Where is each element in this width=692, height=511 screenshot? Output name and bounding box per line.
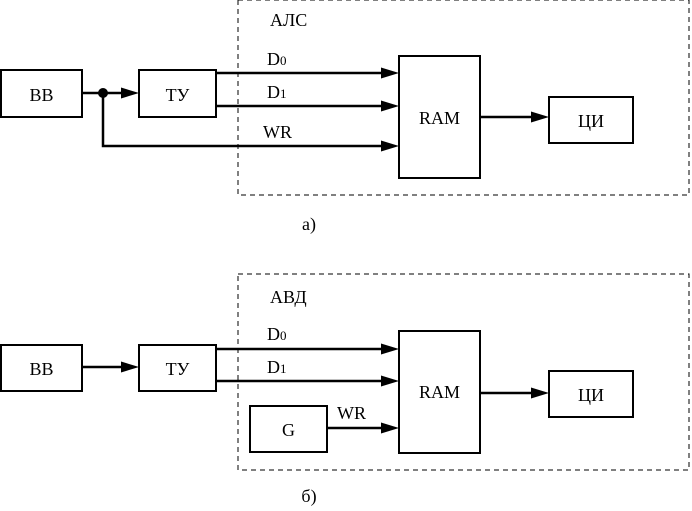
arrowhead	[381, 422, 399, 434]
d1-signal-label: D1	[267, 357, 287, 377]
vv-block	[0, 69, 83, 118]
wr-signal-label: WR	[263, 122, 292, 142]
arrowhead	[531, 111, 549, 123]
ci-block-label: ЦИ	[578, 385, 604, 405]
ci-block-label: ЦИ	[578, 111, 604, 131]
arrowhead	[381, 375, 399, 387]
diagram-b: АВД ВВ ТУ RAM ЦИ G D0 D1 WR б)	[0, 273, 690, 507]
tu-block-label: ТУ	[166, 359, 190, 379]
wr-signal-label: WR	[337, 403, 366, 423]
arrowhead	[121, 87, 139, 99]
arrowhead	[531, 387, 549, 399]
caption-b: б)	[301, 486, 316, 507]
avd-region-border	[237, 273, 690, 471]
g-block-label: G	[282, 420, 295, 440]
diagram-a: АЛС ВВ ТУ RAM ЦИ D0 D1 WR а)	[0, 0, 690, 235]
d1-signal-label: D1	[267, 82, 287, 102]
ram-block-label: RAM	[419, 108, 460, 128]
tu-block	[138, 69, 217, 118]
arrowhead	[381, 343, 399, 355]
als-region-label: АЛС	[270, 10, 307, 30]
vv-block-label: ВВ	[29, 359, 53, 379]
ci-block	[548, 96, 634, 144]
ram-block	[398, 330, 481, 454]
ram-block-label: RAM	[419, 382, 460, 402]
ram-block	[398, 55, 481, 179]
avd-region-label: АВД	[270, 287, 307, 307]
vv-block	[0, 344, 83, 392]
arrowhead	[381, 67, 399, 79]
arrowhead	[381, 140, 399, 152]
tu-block-label: ТУ	[166, 85, 190, 105]
tu-block	[138, 344, 217, 392]
d0-signal-label: D0	[267, 49, 287, 69]
arrowhead	[381, 100, 399, 112]
vv-block-label: ВВ	[29, 85, 53, 105]
wr-wire	[101, 93, 385, 148]
g-generator-block	[249, 405, 328, 453]
caption-a: а)	[302, 214, 316, 235]
arrowhead	[121, 361, 139, 373]
ci-block	[548, 370, 634, 418]
d0-signal-label: D0	[267, 324, 287, 344]
